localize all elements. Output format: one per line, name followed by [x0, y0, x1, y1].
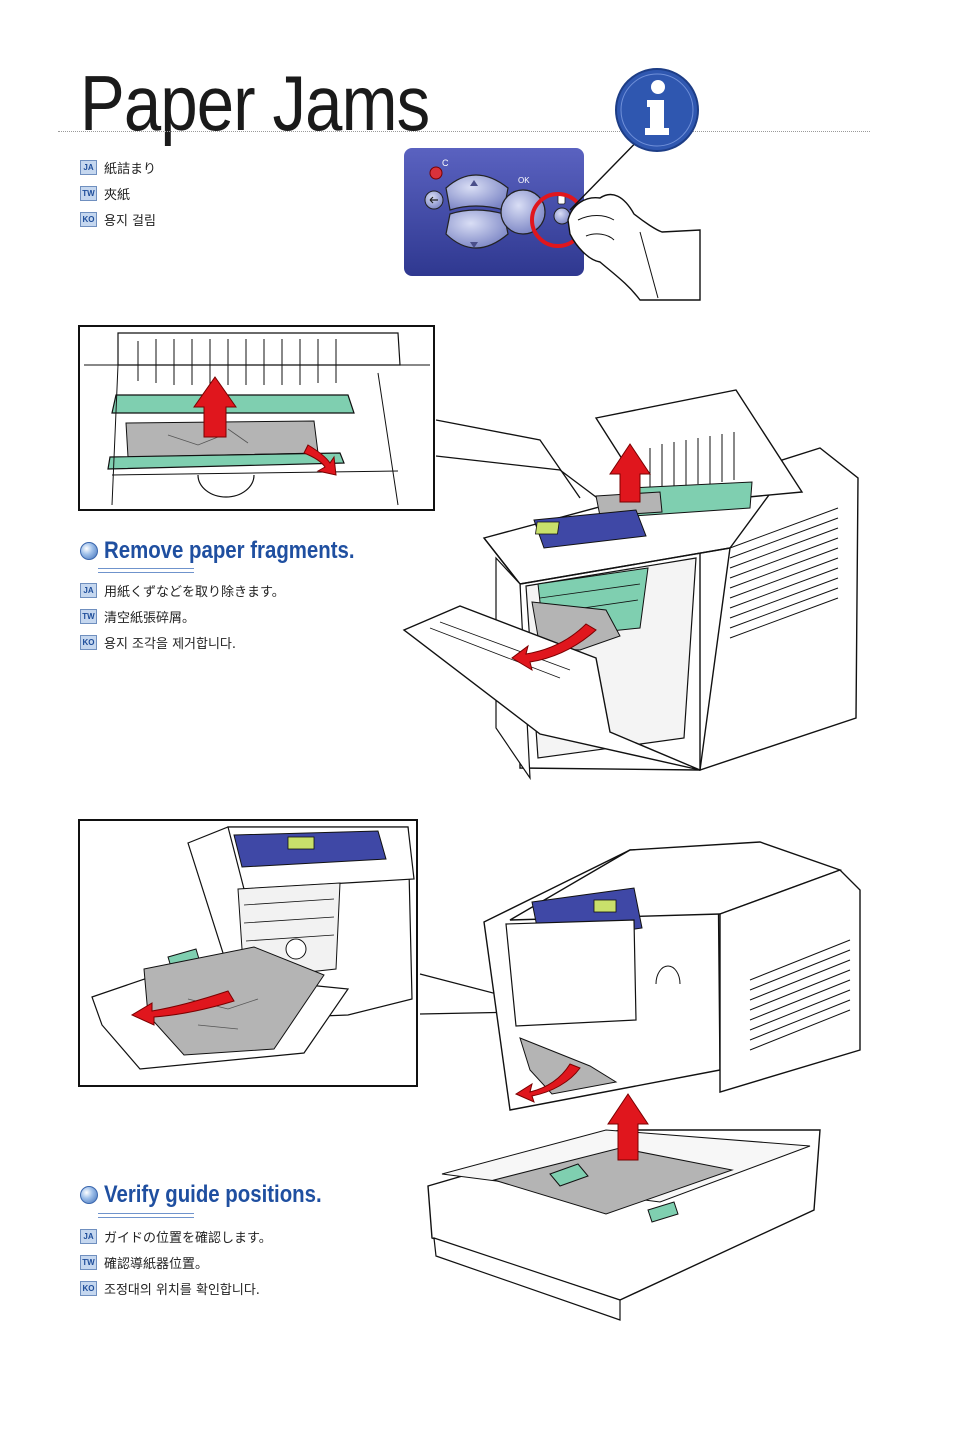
lang-tag: KO — [80, 1280, 97, 1296]
lang-tag: JA — [80, 1228, 97, 1244]
page-title: Paper Jams — [80, 59, 430, 147]
header-translations: JA 紙詰まり TW 夾紙 KO 용지 걸림 — [80, 154, 156, 232]
ok-label: OK — [518, 176, 530, 185]
lang-tag: TW — [80, 608, 97, 624]
translation-text: ガイドの位置を確認します。 — [104, 1230, 272, 1246]
translation-row: JA ガイドの位置を確認します。 — [80, 1223, 272, 1249]
pointing-hand-icon — [567, 193, 701, 301]
manual-feed-tray-inset — [78, 819, 418, 1087]
heading-underline — [98, 568, 194, 573]
heading-text: Remove paper fragments. — [104, 537, 355, 564]
translation-row: TW 確認導紙器位置。 — [80, 1249, 272, 1275]
down-arrow-button-icon — [445, 209, 509, 249]
pull-out-arrow-icon — [511, 623, 597, 672]
translation-text: 紙詰まり — [104, 161, 157, 177]
translation-text: 用紙くずなどを取り除きます。 — [104, 584, 285, 600]
pull-out-arrow-icon — [514, 1063, 581, 1103]
pull-right-arrow-icon — [303, 444, 337, 476]
translation-row: KO 용지 조각을 제거합니다. — [80, 629, 285, 655]
lang-tag: KO — [80, 211, 97, 227]
translation-text: 清空紙張碎屑。 — [104, 610, 196, 626]
lang-tag: JA — [80, 582, 97, 598]
heading-bullet-icon — [80, 542, 98, 560]
section-translations: JA 用紙くずなどを取り除きます。 TW 清空紙張碎屑。 KO 용지 조각을 제… — [80, 577, 285, 655]
pull-up-arrow-icon — [609, 443, 651, 503]
pull-up-arrow-icon — [193, 376, 237, 438]
translation-text: 確認導紙器位置。 — [104, 1256, 209, 1272]
translation-text: 조정대의 위치를 확인합니다. — [104, 1282, 260, 1298]
cancel-label: C — [442, 158, 449, 168]
cancel-button-icon — [429, 166, 443, 180]
translation-text: 용지 조각을 제거합니다. — [104, 636, 236, 652]
translation-row: JA 紙詰まり — [80, 154, 156, 180]
translation-text: 용지 걸림 — [104, 213, 156, 229]
printer-front-open-illustration — [402, 389, 859, 781]
fuser-area-inset — [78, 325, 435, 511]
pull-up-arrow-icon — [607, 1093, 649, 1161]
heading-underline — [98, 1213, 194, 1218]
lang-tag: KO — [80, 634, 97, 650]
translation-row: TW 夾紙 — [80, 180, 156, 206]
heading-text: Verify guide positions. — [104, 1181, 322, 1208]
translation-row: KO 조정대의 위치를 확인합니다. — [80, 1275, 272, 1301]
pull-out-arrow-icon — [130, 990, 235, 1026]
lang-tag: JA — [80, 159, 97, 175]
lang-tag: TW — [80, 1254, 97, 1270]
section-heading: Remove paper fragments. — [80, 537, 399, 565]
control-panel-illustration: C OK — [404, 68, 701, 301]
section-translations: JA ガイドの位置を確認します。 TW 確認導紙器位置。 KO 조정대의 위치를… — [80, 1223, 272, 1301]
translation-text: 夾紙 — [104, 187, 131, 203]
translation-row: TW 清空紙張碎屑。 — [80, 603, 285, 629]
translation-row: KO 용지 걸림 — [80, 206, 156, 232]
lang-tag: TW — [80, 185, 97, 201]
heading-bullet-icon — [80, 1186, 98, 1204]
printer-tray-illustration — [427, 841, 861, 1321]
section-heading: Verify guide positions. — [80, 1181, 360, 1209]
title-divider — [58, 131, 870, 132]
translation-row: JA 用紙くずなどを取り除きます。 — [80, 577, 285, 603]
